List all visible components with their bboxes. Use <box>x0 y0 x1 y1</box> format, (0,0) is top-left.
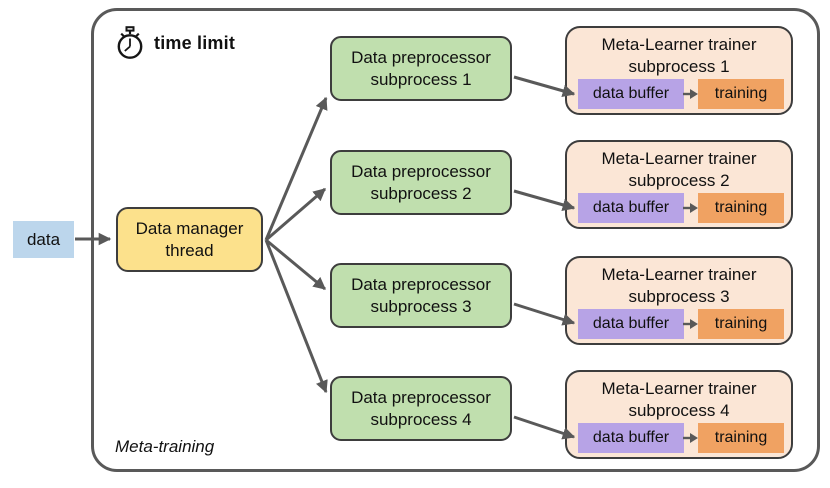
data-buffer-label-2: data buffer <box>592 199 670 216</box>
time-limit-annotation: time limit <box>115 26 235 61</box>
trainer-1-title: Meta-Learner trainer subprocess 1 <box>567 34 791 78</box>
trainer-2-line1: Meta-Learner trainer <box>601 149 757 168</box>
preprocessor-4-line2: subprocess 4 <box>370 409 472 429</box>
data-buffer-label-3: data buffer <box>592 315 670 332</box>
preprocessor-3-line1: Data preprocessor <box>351 275 491 295</box>
buffer-to-training-arrow-1 <box>683 89 698 99</box>
buffer-to-training-arrow-2 <box>683 203 698 213</box>
preprocessor-1-line2: subprocess 1 <box>370 69 472 89</box>
training-label-3: training <box>714 315 768 332</box>
trainer-2-line2: subprocess 2 <box>628 170 730 190</box>
training-box-3: training <box>698 309 784 339</box>
preprocessor-2-line1: Data preprocessor <box>351 162 491 182</box>
training-label-4: training <box>714 429 768 446</box>
trainer-4-title: Meta-Learner trainer subprocess 4 <box>567 378 791 422</box>
data-input-box: data <box>13 221 74 258</box>
data-manager-thread-box: Data manager thread <box>116 207 263 272</box>
meta-training-label: Meta-training <box>115 437 215 456</box>
trainer-1-line1: Meta-Learner trainer <box>601 35 757 54</box>
trainer-box-3: Meta-Learner trainer subprocess 3 data b… <box>565 256 793 345</box>
preprocessor-box-4: Data preprocessor subprocess 4 <box>330 376 512 441</box>
training-label-2: training <box>714 199 768 216</box>
training-box-1: training <box>698 79 784 109</box>
buffer-to-training-arrow-4 <box>683 433 698 443</box>
trainer-2-title: Meta-Learner trainer subprocess 2 <box>567 148 791 192</box>
preprocessor-2-line2: subprocess 2 <box>370 183 472 203</box>
stopwatch-icon <box>117 26 143 59</box>
trainer-3-line1: Meta-Learner trainer <box>601 265 757 284</box>
trainer-box-1: Meta-Learner trainer subprocess 1 data b… <box>565 26 793 115</box>
data-buffer-box-2: data buffer <box>578 193 684 223</box>
trainer-1-line2: subprocess 1 <box>628 56 730 76</box>
data-buffer-box-4: data buffer <box>578 423 684 453</box>
preprocessor-box-1: Data preprocessor subprocess 1 <box>330 36 512 101</box>
preprocessor-4-line1: Data preprocessor <box>351 388 491 408</box>
trainer-3-line2: subprocess 3 <box>628 286 730 306</box>
trainer-4-line1: Meta-Learner trainer <box>601 379 757 398</box>
training-label-1: training <box>714 85 768 102</box>
trainer-3-title: Meta-Learner trainer subprocess 3 <box>567 264 791 308</box>
trainer-4-line2: subprocess 4 <box>628 400 730 420</box>
buffer-to-training-arrow-3 <box>683 319 698 329</box>
data-buffer-box-1: data buffer <box>578 79 684 109</box>
preprocessor-box-2: Data preprocessor subprocess 2 <box>330 150 512 215</box>
training-box-2: training <box>698 193 784 223</box>
data-input-label: data <box>26 229 61 249</box>
trainer-box-4: Meta-Learner trainer subprocess 4 data b… <box>565 370 793 459</box>
data-buffer-label-1: data buffer <box>592 85 670 102</box>
data-buffer-box-3: data buffer <box>578 309 684 339</box>
manager-label-line1: Data manager <box>135 219 244 239</box>
trainer-box-2: Meta-Learner trainer subprocess 2 data b… <box>565 140 793 229</box>
training-box-4: training <box>698 423 784 453</box>
time-limit-label: time limit <box>154 33 236 53</box>
manager-label-line2: thread <box>165 240 214 260</box>
data-buffer-label-4: data buffer <box>592 429 670 446</box>
preprocessor-box-3: Data preprocessor subprocess 3 <box>330 263 512 328</box>
preprocessor-1-line1: Data preprocessor <box>351 48 491 68</box>
preprocessor-3-line2: subprocess 3 <box>370 296 472 316</box>
